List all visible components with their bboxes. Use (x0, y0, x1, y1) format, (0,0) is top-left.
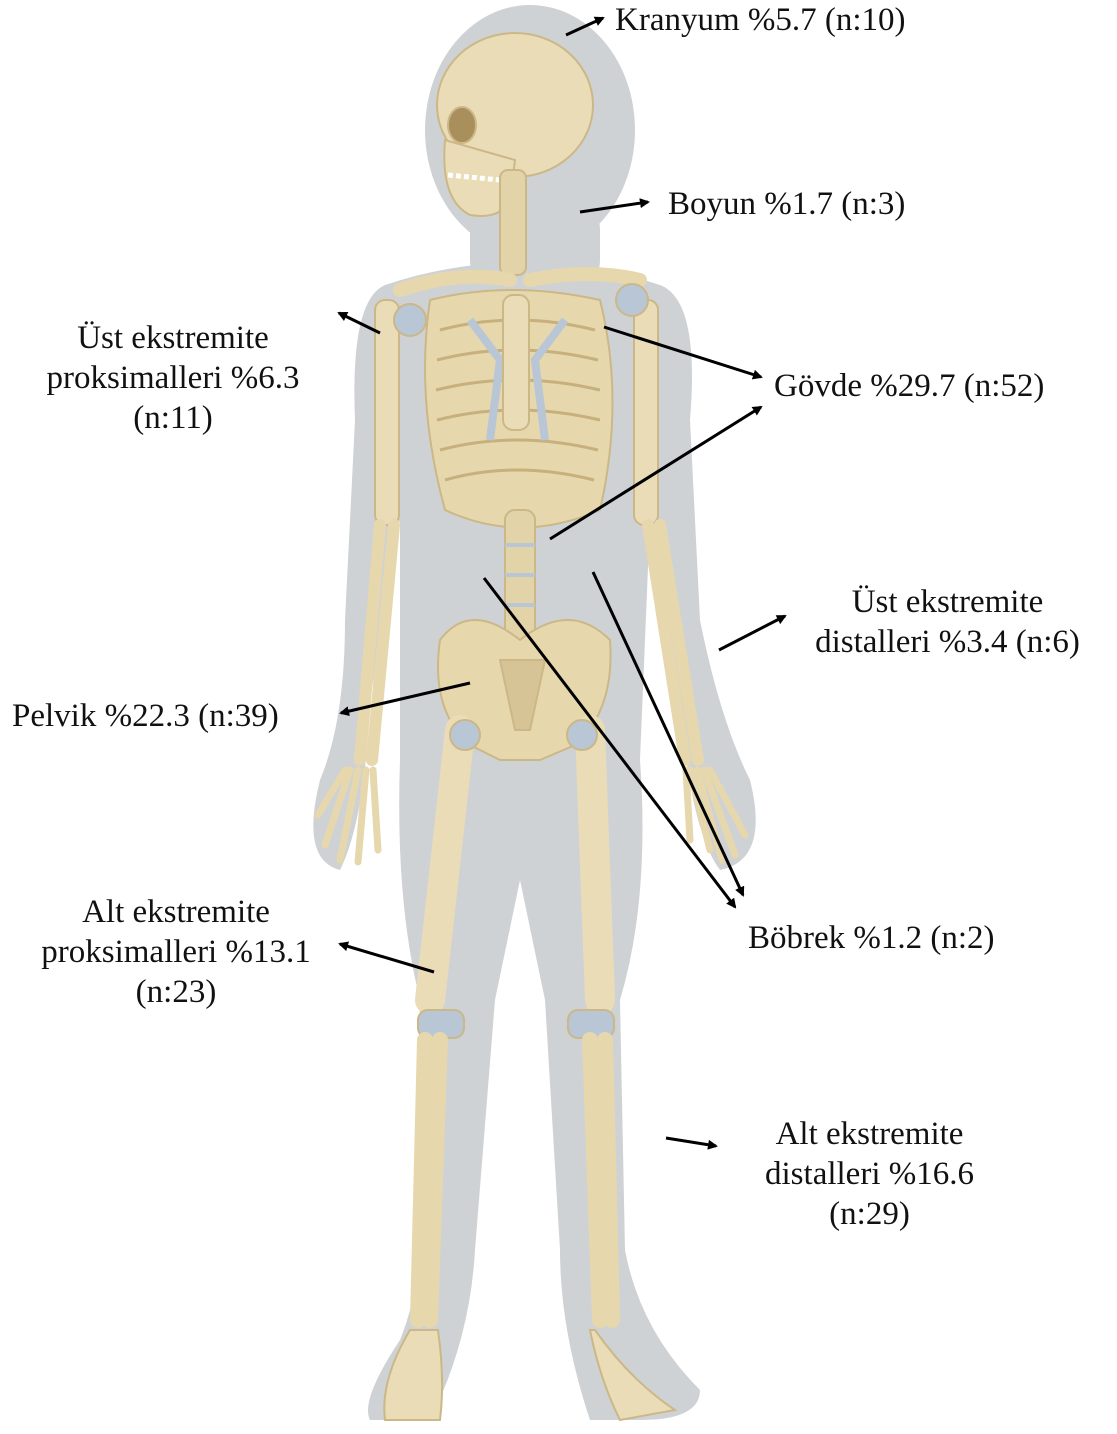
label-line: Üst ekstremite (790, 582, 1105, 622)
label-bobrek-text: Böbrek %1.2 (n:2) (748, 918, 995, 958)
label-govde-text: Gövde %29.7 (n:52) (774, 366, 1044, 406)
label-alt-ekstremite-distal: Alt ekstremite distalleri %16.6 (n:29) (742, 1114, 997, 1234)
label-line: (n:29) (742, 1194, 997, 1234)
label-line: proksimalleri %6.3 (18, 358, 328, 398)
label-bobrek: Böbrek %1.2 (n:2) (748, 918, 995, 958)
label-boyun: Boyun %1.7 (n:3) (668, 184, 905, 224)
arrow-alt-distal (666, 1138, 716, 1146)
label-pelvik-text: Pelvik %22.3 (n:39) (12, 696, 279, 736)
sternum (503, 295, 529, 430)
label-ust-ekstremite-distal: Üst ekstremite distalleri %3.4 (n:6) (790, 582, 1105, 662)
label-ust-ekstremite-proksimal: Üst ekstremite proksimalleri %6.3 (n:11) (18, 318, 328, 438)
foot-left (384, 1330, 442, 1420)
label-boyun-text: Boyun %1.7 (n:3) (668, 184, 905, 224)
label-line: distalleri %16.6 (742, 1154, 997, 1194)
label-govde: Gövde %29.7 (n:52) (774, 366, 1044, 406)
tibia-right (590, 1040, 612, 1320)
label-line: distalleri %3.4 (n:6) (790, 622, 1105, 662)
label-line: Alt ekstremite (742, 1114, 997, 1154)
label-line: Alt ekstremite (16, 892, 336, 932)
label-kranyum: Kranyum %5.7 (n:10) (615, 0, 906, 40)
humerus-right (634, 300, 658, 525)
label-line: (n:23) (16, 972, 336, 1012)
label-pelvik: Pelvik %22.3 (n:39) (12, 696, 279, 736)
tibia-left (418, 1040, 440, 1320)
label-line: (n:11) (18, 398, 328, 438)
cervical-spine (500, 170, 526, 275)
eye-socket (448, 107, 476, 143)
arrow-ust-distal (719, 616, 785, 650)
label-kranyum-text: Kranyum %5.7 (n:10) (615, 0, 906, 40)
label-line: Üst ekstremite (18, 318, 328, 358)
femur-right (590, 730, 600, 1000)
label-line: proksimalleri %13.1 (16, 932, 336, 972)
clavicle-right (530, 274, 640, 280)
label-alt-ekstremite-proksimal: Alt ekstremite proksimalleri %13.1 (n:23… (16, 892, 336, 1012)
